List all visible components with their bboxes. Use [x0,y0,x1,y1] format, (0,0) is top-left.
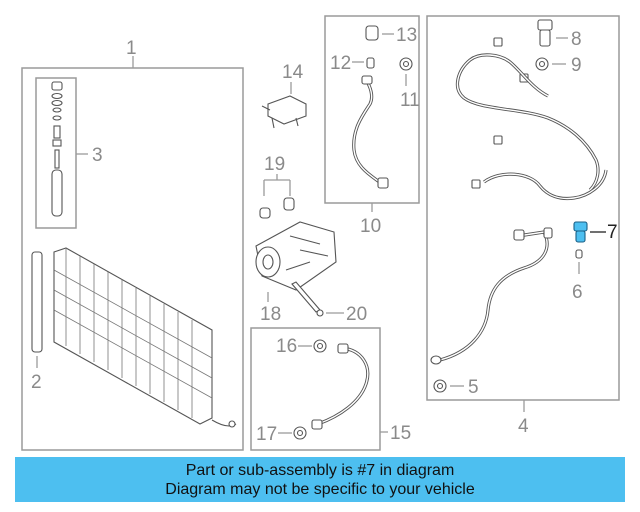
callout-14[interactable]: 14 [282,62,304,83]
callout-12[interactable]: 12 [330,53,351,74]
callout-16[interactable]: 16 [276,336,297,357]
callout-8[interactable]: 8 [571,29,582,50]
condenser-core [53,247,237,428]
callout-9[interactable]: 9 [571,55,582,76]
group-10-line: 10 13 12 11 [324,15,420,237]
compressor-group: 19 18 20 [255,154,367,325]
receiver-drier [51,81,63,217]
callout-3[interactable]: 3 [92,145,103,166]
callout-4[interactable]: 4 [518,416,529,437]
callout-20[interactable]: 20 [346,304,367,325]
banner-line-2: Diagram may not be specific to your vehi… [165,480,475,498]
part-14-bracket: 14 [261,62,307,129]
info-banner: Part or sub-assembly is #7 in diagram Di… [15,457,625,502]
callout-6[interactable]: 6 [572,282,583,303]
group-15-hose: 15 16 17 [250,327,411,451]
part-7-highlighted[interactable] [573,221,588,243]
callout-1[interactable]: 1 [126,38,137,59]
callout-19[interactable]: 19 [264,154,285,175]
callout-15[interactable]: 15 [390,423,411,444]
callout-2[interactable]: 2 [31,372,42,393]
callout-18[interactable]: 18 [260,304,281,325]
parts-diagram: 1 3 2 [21,15,620,451]
callout-11[interactable]: 11 [400,90,420,111]
callout-7[interactable]: 7 [607,222,618,243]
callout-5[interactable]: 5 [468,377,479,398]
callout-10[interactable]: 10 [360,216,381,237]
group-4-line-assembly: 4 8 9 5 [426,15,620,437]
banner-line-1: Part or sub-assembly is #7 in diagram [185,461,455,479]
group-condenser: 1 3 2 [21,38,244,451]
callout-13[interactable]: 13 [396,25,417,46]
callout-17[interactable]: 17 [256,424,277,445]
